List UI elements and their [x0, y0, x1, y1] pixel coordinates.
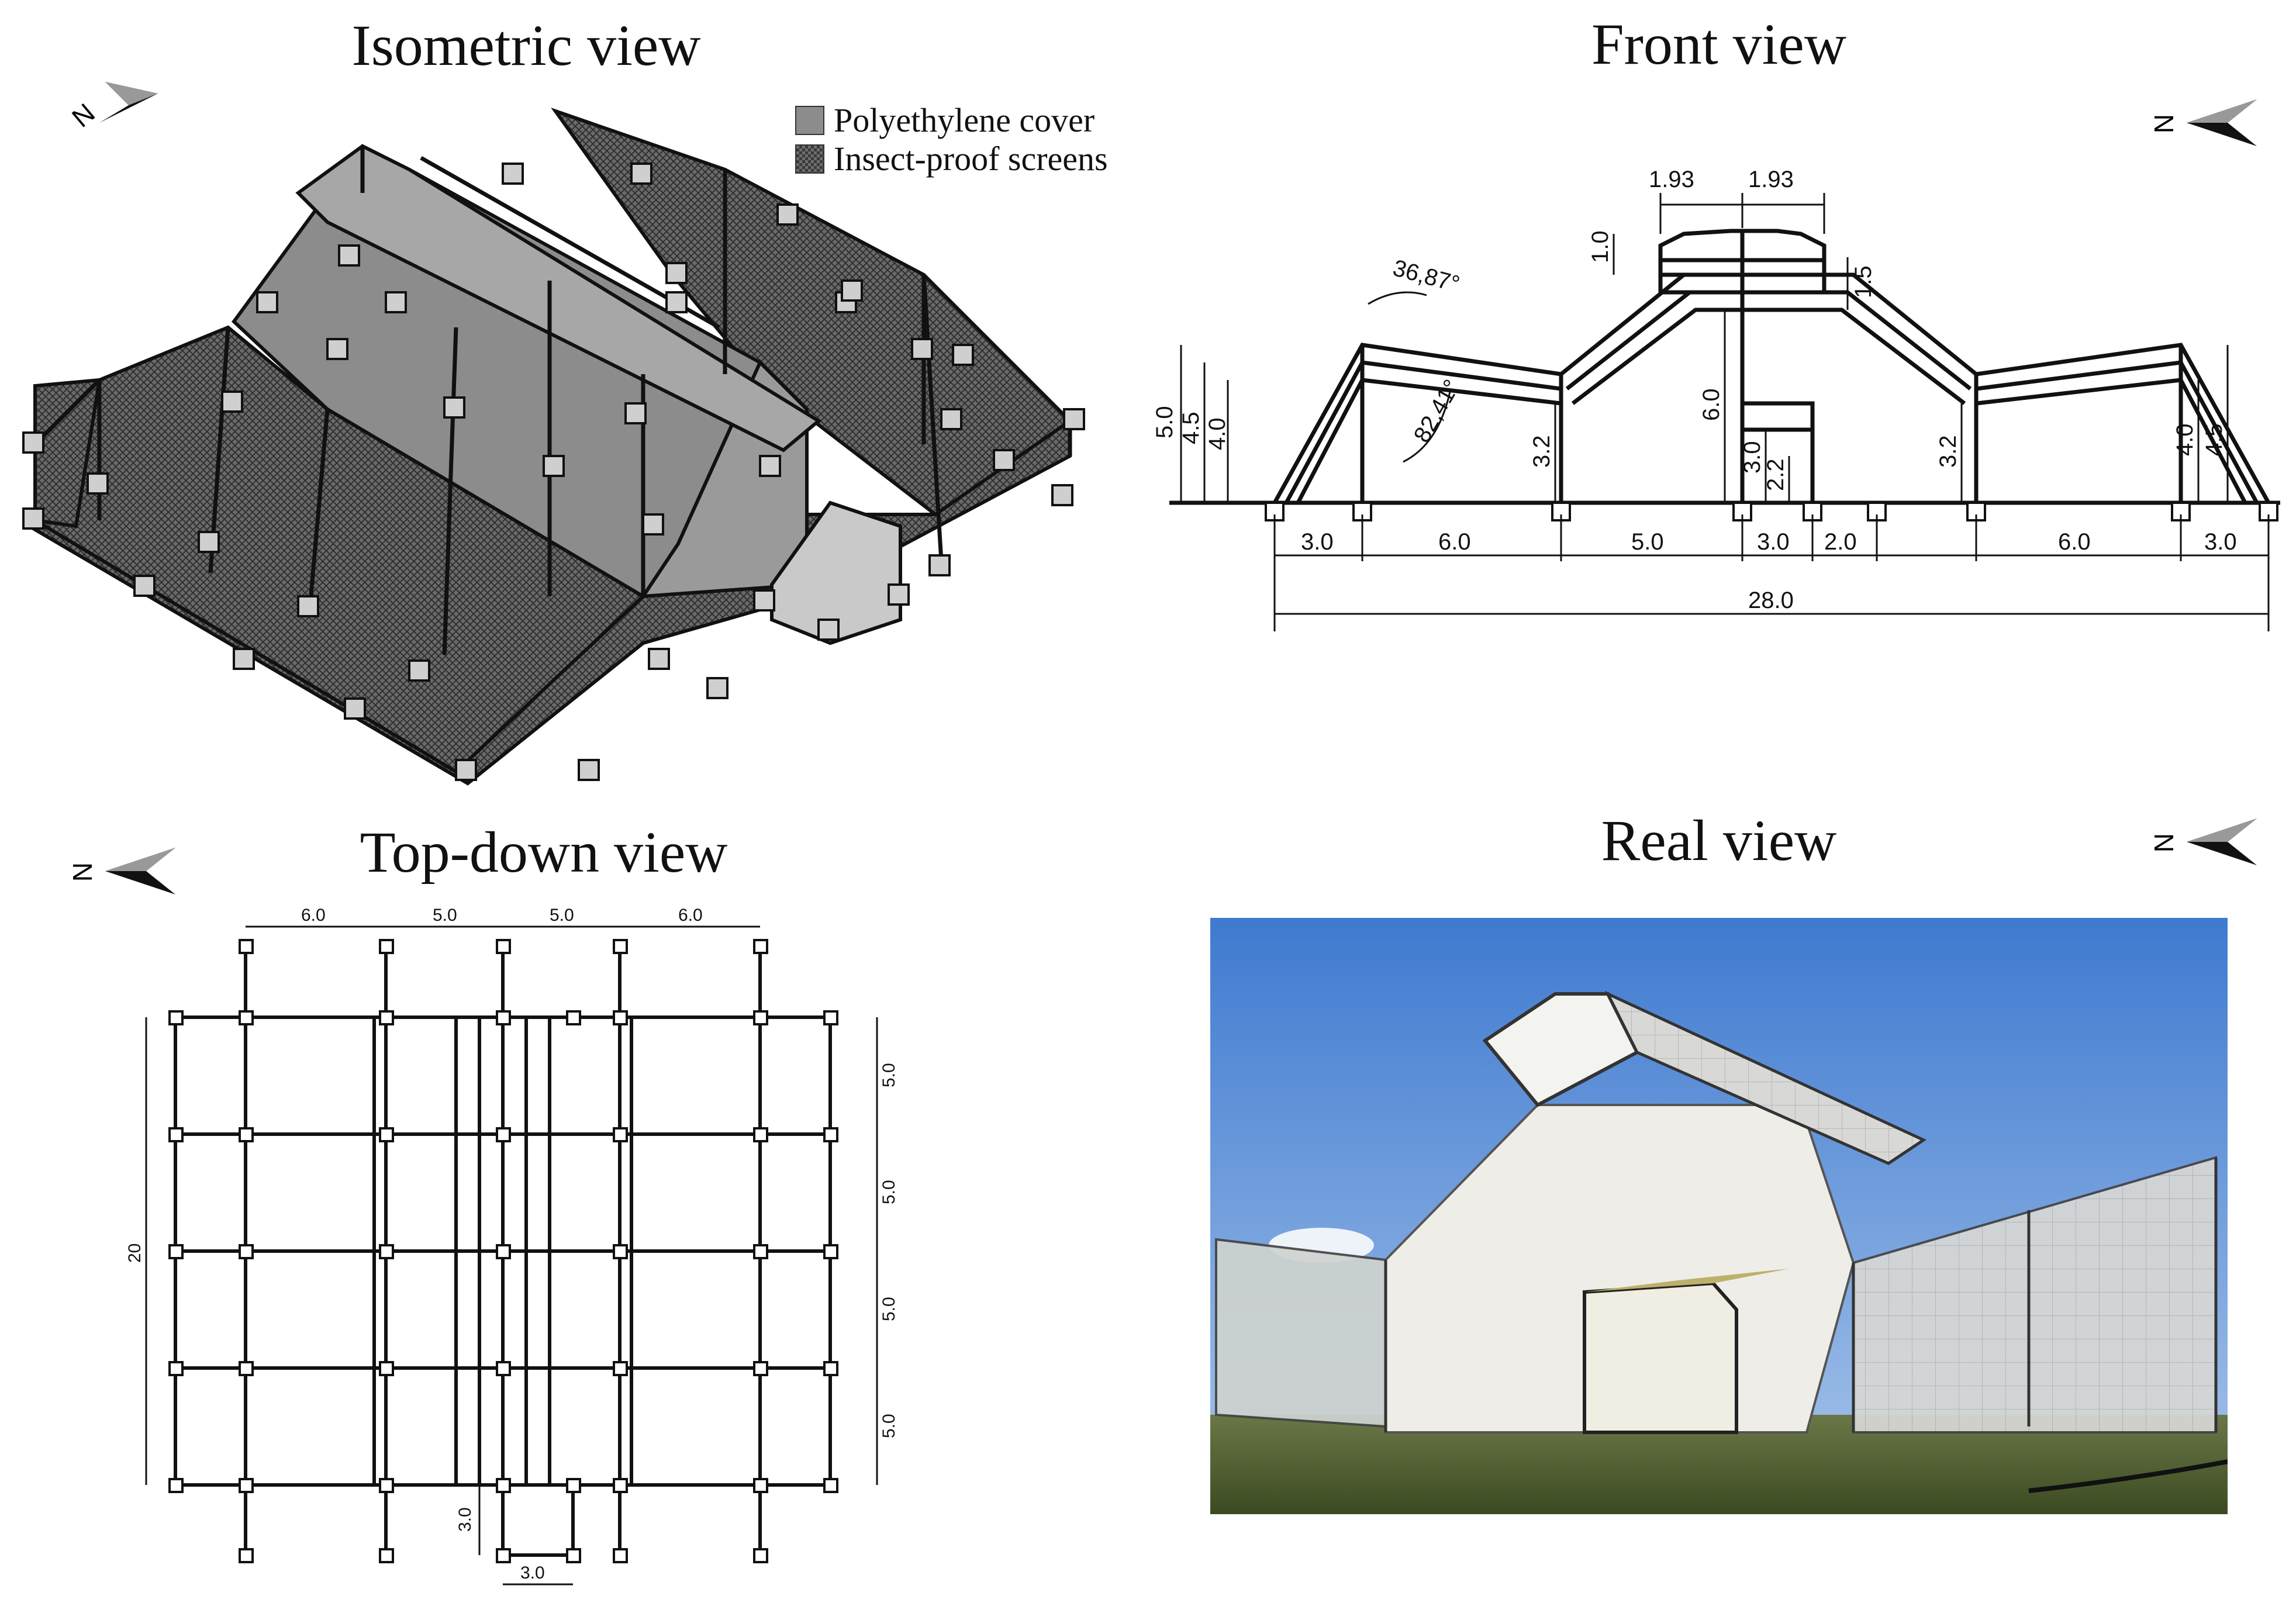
hose: [2028, 1459, 2228, 1493]
dim-span-6: 6.0: [2058, 529, 2091, 555]
dim-top-left-width: 1.93: [1649, 167, 1694, 192]
door-box: [770, 500, 902, 645]
dim-right-span-3: 5.0: [879, 1297, 899, 1321]
isometric-drawing: [22, 108, 1085, 786]
topdown-drawing: 6.0 5.0 5.0 6.0 5.0 5.0 5.0 5.0 20 3.0 3…: [125, 906, 899, 1586]
front-panel: Front view N: [1146, 0, 2296, 807]
dim-top-span-1: 6.0: [301, 906, 326, 925]
legend-polyethylene-label: Polyethylene cover: [834, 101, 1095, 139]
topdown-title: Top-down view: [360, 820, 728, 885]
dim-span-2: 6.0: [1438, 529, 1471, 555]
topdown-dimension-lines: [145, 925, 878, 1586]
dim-right-span-4: 5.0: [879, 1414, 899, 1438]
dim-span-7: 3.0: [2204, 529, 2237, 555]
dim-height-4-right: 4.0: [2172, 423, 2198, 456]
dim-total-width: 28.0: [1748, 588, 1794, 613]
front-footings: [1265, 502, 2278, 521]
dim-height-4-5-right: 4.5: [2201, 423, 2227, 456]
entrance-door-box: [1583, 1281, 1738, 1434]
dim-top-span-4: 6.0: [678, 906, 703, 925]
dim-height-3-2-right: 3.2: [1935, 435, 1961, 468]
frame-lines: [33, 146, 1072, 655]
dim-right-span-2: 5.0: [879, 1180, 899, 1204]
dim-height-4: 4.0: [1204, 417, 1230, 450]
dim-height-3: 3.0: [1739, 441, 1765, 474]
dim-span-5: 2.0: [1824, 529, 1857, 555]
dim-total-height: 20: [125, 1244, 144, 1263]
dim-right-span-1: 5.0: [879, 1063, 899, 1087]
isometric-title: Isometric view: [351, 13, 701, 78]
raised-vent-panel: [1604, 990, 1927, 1165]
dim-angle-1: 36,87°: [1390, 255, 1463, 298]
photo-frame-posts: [1384, 1158, 2218, 1432]
front-dimension-lines: [1180, 193, 2270, 631]
north-arrow-icon: N: [67, 848, 175, 894]
dim-height-6: 6.0: [1698, 388, 1724, 421]
real-title: Real view: [1601, 808, 1837, 873]
dim-height-5: 5.0: [1152, 406, 1178, 438]
dim-door-width: 3.0: [520, 1563, 545, 1583]
dim-span-3: 5.0: [1631, 529, 1664, 555]
north-arrow-icon: N: [2149, 818, 2257, 865]
dim-vent-h2: 1.5: [1850, 265, 1876, 298]
north-arrow-icon: N: [2149, 99, 2257, 146]
door-roof: [1584, 1269, 1789, 1292]
legend-screen: Insect-proof screens: [795, 139, 1108, 178]
dim-height-4-5: 4.5: [1178, 412, 1204, 444]
front-title: Front view: [1591, 12, 1847, 77]
north-arrow-letter: N: [2149, 114, 2179, 133]
dim-span-1: 3.0: [1301, 529, 1334, 555]
isometric-panel: Isometric view N Polyethylene cover Inse…: [0, 0, 1146, 807]
real-photo: [1210, 918, 2228, 1514]
dim-top-span-3: 5.0: [550, 906, 574, 925]
north-arrow-letter: N: [2149, 833, 2179, 852]
front-drawing: 1.93 1.93 1.0 1.5 36,87° 82,41° 5.0 4.5 …: [1152, 167, 2280, 631]
screen-swatch: [795, 144, 824, 174]
dim-height-2-2: 2.2: [1763, 458, 1789, 491]
topdown-dimension-labels: 6.0 5.0 5.0 6.0 5.0 5.0 5.0 5.0 20 3.0 3…: [125, 906, 899, 1583]
legend-polyethylene: Polyethylene cover: [795, 101, 1095, 140]
dim-top-right-width: 1.93: [1748, 167, 1794, 192]
polyethylene-swatch: [795, 105, 824, 135]
legend-screen-label: Insect-proof screens: [834, 140, 1108, 178]
topdown-posts: [168, 939, 838, 1563]
dim-vent-h1: 1.0: [1587, 230, 1613, 263]
real-panel: Real view N: [1146, 807, 2296, 1620]
dim-door-depth: 3.0: [455, 1507, 475, 1532]
left-screen-house: [1215, 1238, 1387, 1428]
topdown-panel: Top-down view N: [0, 807, 1146, 1620]
dim-span-4: 3.0: [1757, 529, 1790, 555]
north-arrow-letter: N: [67, 862, 98, 882]
dim-height-3-2-left: 3.2: [1529, 435, 1555, 468]
north-arrow-icon: N: [66, 82, 158, 133]
anchor-blocks: [22, 163, 1085, 781]
dim-top-span-2: 5.0: [433, 906, 457, 925]
